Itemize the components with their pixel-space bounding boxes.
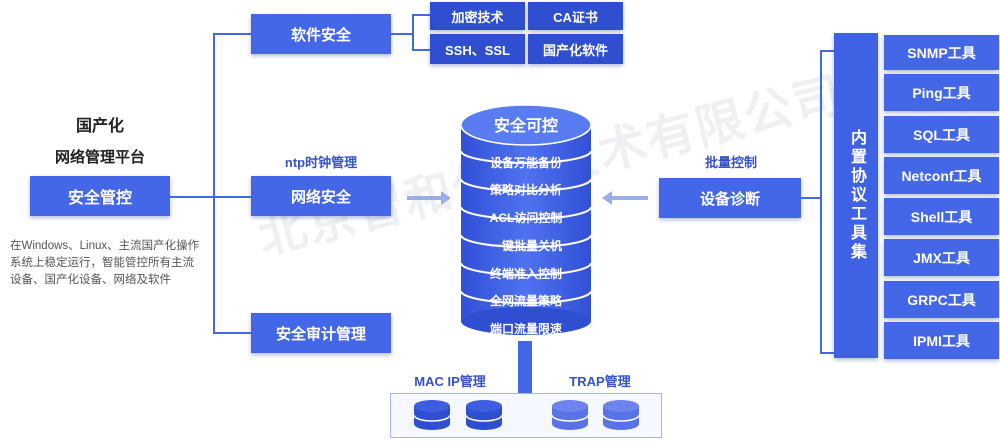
connector-right-v [820,50,822,354]
toolset-panel: 内置协议工具集 [834,33,878,358]
connector-left-h [170,196,214,198]
center-stem [518,341,532,393]
database-icon [413,400,451,430]
trap-label: TRAP管理 [569,374,631,389]
arrow-left-icon [602,191,648,205]
batch-control-label: 批量控制 [704,155,757,170]
connector-top-branch [213,33,251,35]
database-icon [551,400,589,430]
center-item-acl[interactable]: ACL访问控制 [489,211,563,225]
audit-box[interactable]: 安全审计管理 [251,313,391,353]
platform-title-2: 网络管理平台 [54,149,145,166]
tool-grpc[interactable]: GRPC工具 [884,281,999,318]
connector-software-v [412,14,414,50]
encryption-box[interactable]: 加密技术 [430,2,525,30]
platform-description: 在Windows、Linux、主流国产化操作系统上稳定运行，智能管控所有主流设备… [10,240,200,286]
network-security-box[interactable]: 网络安全 [251,176,391,216]
tool-sql[interactable]: SQL工具 [884,116,999,153]
center-title: 安全可控 [493,118,558,135]
tool-jmx[interactable]: JMX工具 [884,239,999,276]
tool-snmp[interactable]: SNMP工具 [884,35,999,70]
arrow-right-icon [407,191,451,205]
center-item-access[interactable]: 终端准入控制 [489,267,562,281]
security-control-box[interactable]: 安全管控 [30,176,170,216]
center-item-traffic-policy[interactable]: 全网流量策略 [489,294,562,308]
tool-ping[interactable]: Ping工具 [884,74,999,111]
domestic-software-box[interactable]: 国产化软件 [528,34,623,64]
mac-ip-label: MAC IP管理 [414,374,486,389]
toolset-label: 内置协议工具集 [848,129,865,262]
connector-left-v [213,33,215,333]
tool-netconf[interactable]: Netconf工具 [884,157,999,194]
connector-software-h [391,33,413,35]
connector-right-top [820,50,834,52]
database-icon [602,400,640,430]
center-item-backup[interactable]: 设备万能备份 [489,156,562,170]
center-item-port-limit[interactable]: 端口流量限速 [489,322,562,336]
center-database [460,104,592,335]
connector-mid-branch [213,196,251,198]
center-item-policy-compare[interactable]: 策略对比分析 [489,183,562,197]
ntp-label: ntp时钟管理 [284,155,358,170]
connector-software-bottom [412,49,430,51]
device-diagnose-box[interactable]: 设备诊断 [659,178,801,218]
tool-ipmi[interactable]: IPMI工具 [884,322,999,359]
platform-title-1: 国产化 [75,118,124,135]
tool-shell[interactable]: Shell工具 [884,198,999,235]
connector-software-top [412,14,430,16]
center-item-shutdown[interactable]: 一键批量关机 [489,239,562,253]
ca-cert-box[interactable]: CA证书 [528,2,623,30]
ssh-ssl-box[interactable]: SSH、SSL [430,34,525,64]
connector-right-h [801,197,821,199]
connector-bottom-branch [213,332,251,334]
connector-right-bottom [820,352,834,354]
software-security-box[interactable]: 软件安全 [251,14,391,54]
database-icon [465,400,503,430]
